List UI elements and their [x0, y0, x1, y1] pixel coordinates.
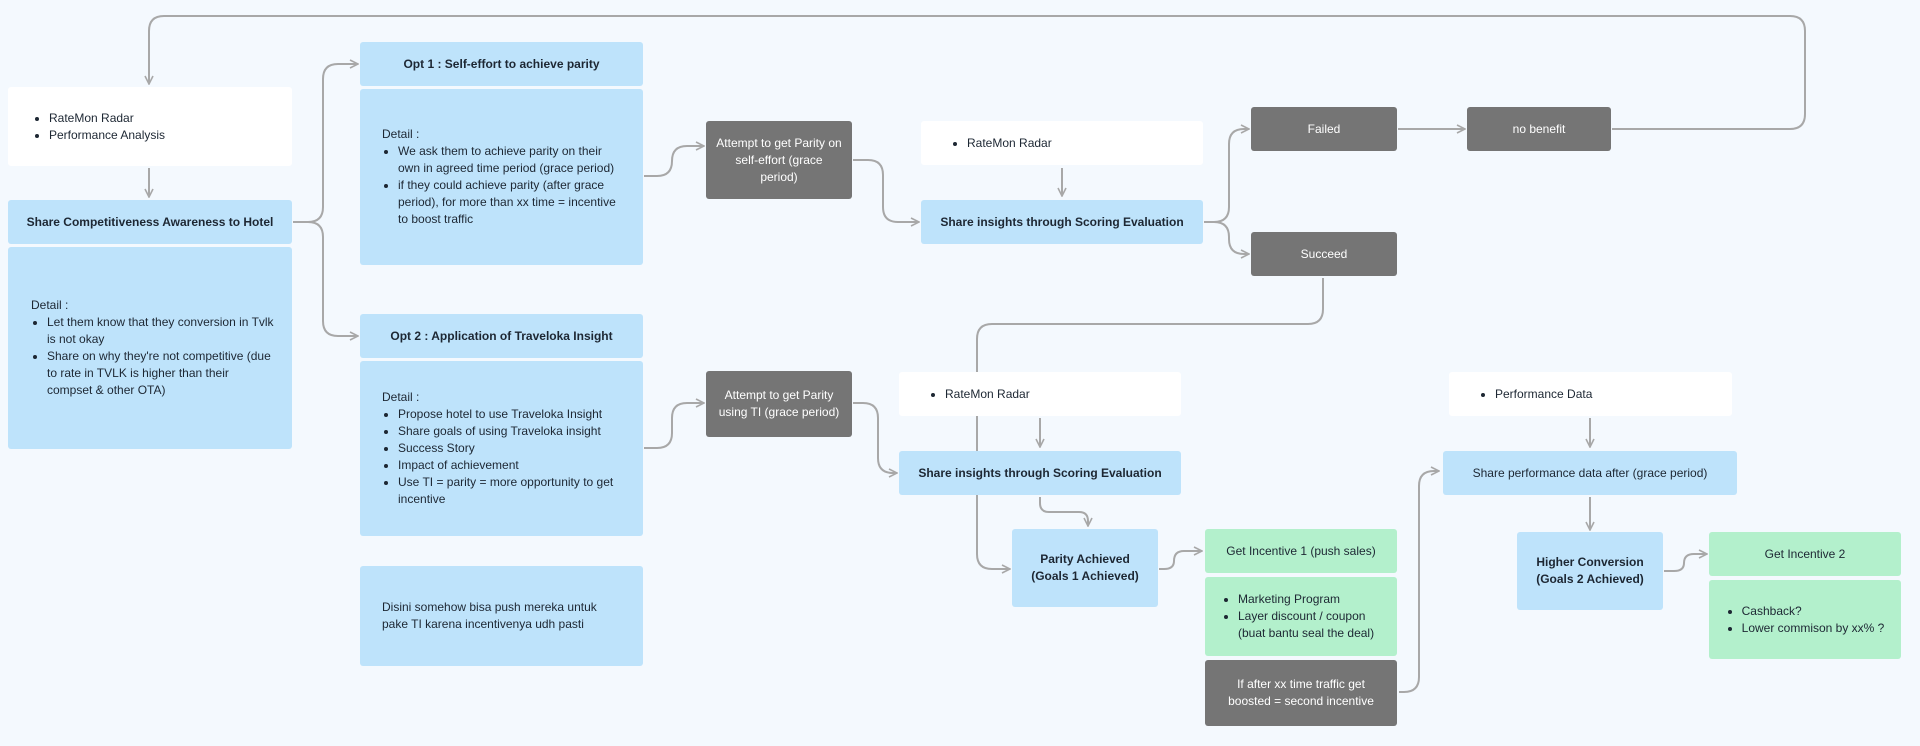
list-item: Impact of achievement	[398, 457, 623, 474]
incentive-2-detail-node: Cashback? Lower commison by xx% ?	[1709, 580, 1901, 659]
parity-achieved-node: Parity Achieved (Goals 1 Achieved)	[1012, 529, 1158, 607]
incentive-1-detail-node: Marketing Program Layer discount / coupo…	[1205, 577, 1397, 656]
node-label: Parity Achieved	[1040, 552, 1130, 566]
note-text: Disini somehow bisa push mereka untuk pa…	[382, 600, 597, 631]
list-item: Marketing Program	[1238, 591, 1380, 608]
list-item: if they could achieve parity (after grac…	[398, 177, 623, 228]
node-label: Attempt to get Parity on self-effort (gr…	[716, 135, 842, 184]
node-label: Succeed	[1300, 246, 1348, 261]
ratemon-radar-note-3: RateMon Radar	[899, 372, 1181, 416]
list-item: Propose hotel to use Traveloka Insight	[398, 406, 623, 423]
node-label: Higher Conversion	[1536, 555, 1644, 569]
share-performance-node: Share performance data after (grace peri…	[1443, 451, 1737, 495]
ratemon-radar-note-2: RateMon Radar	[921, 121, 1203, 165]
performance-data-note: Performance Data	[1449, 372, 1732, 416]
list-item: Cashback?	[1742, 603, 1885, 620]
list-item: Use TI = parity = more opportunity to ge…	[398, 474, 623, 508]
list-item: Share goals of using Traveloka insight	[398, 423, 623, 440]
competitiveness-detail-node: Detail : Let them know that they convers…	[8, 247, 292, 449]
node-label: Share insights through Scoring Evaluatio…	[918, 465, 1162, 480]
node-label: Opt 2 : Application of Traveloka Insight	[390, 328, 613, 343]
node-sublabel: (Goals 2 Achieved)	[1536, 572, 1644, 586]
list-item: RateMon Radar	[945, 386, 1159, 403]
scoring-evaluation-node-2: Share insights through Scoring Evaluatio…	[899, 451, 1181, 495]
opt2-node: Opt 2 : Application of Traveloka Insight	[360, 314, 643, 358]
detail-heading: Detail :	[31, 298, 69, 312]
list-item: Let them know that they conversion in Tv…	[47, 314, 274, 348]
node-label: Share performance data after (grace peri…	[1472, 465, 1708, 480]
ratemon-radar-note-top: RateMon Radar Performance Analysis	[8, 87, 292, 166]
node-label: Get Incentive 1 (push sales)	[1226, 543, 1376, 558]
second-incentive-node: If after xx time traffic get boosted = s…	[1205, 660, 1397, 726]
list-item: Lower commison by xx% ?	[1742, 620, 1885, 637]
higher-conversion-node: Higher Conversion (Goals 2 Achieved)	[1517, 532, 1663, 610]
attempt-ti-node: Attempt to get Parity using TI (grace pe…	[706, 371, 852, 437]
node-label: Opt 1 : Self-effort to achieve parity	[403, 56, 600, 71]
list-item: Performance Analysis	[49, 127, 270, 144]
list-item: RateMon Radar	[967, 135, 1181, 152]
list-item: Success Story	[398, 440, 623, 457]
node-label: Attempt to get Parity using TI (grace pe…	[718, 388, 840, 419]
list-item: Layer discount / coupon (buat bantu seal…	[1238, 608, 1380, 642]
detail-heading: Detail :	[382, 127, 420, 141]
succeed-node: Succeed	[1251, 232, 1397, 276]
list-item: Performance Data	[1495, 386, 1710, 403]
node-label: no benefit	[1512, 121, 1566, 136]
note-node: Disini somehow bisa push mereka untuk pa…	[360, 566, 643, 666]
node-label: If after xx time traffic get boosted = s…	[1228, 677, 1374, 708]
node-label: Share Competitiveness Awareness to Hotel	[26, 214, 274, 229]
node-label: Failed	[1307, 121, 1341, 136]
attempt-self-effort-node: Attempt to get Parity on self-effort (gr…	[706, 121, 852, 199]
detail-heading: Detail :	[382, 390, 420, 404]
share-competitiveness-node: Share Competitiveness Awareness to Hotel	[8, 200, 292, 244]
failed-node: Failed	[1251, 107, 1397, 151]
opt2-detail-node: Detail : Propose hotel to use Traveloka …	[360, 361, 643, 536]
node-label: Get Incentive 2	[1764, 546, 1846, 561]
incentive-2-node: Get Incentive 2	[1709, 532, 1901, 576]
incentive-1-node: Get Incentive 1 (push sales)	[1205, 529, 1397, 573]
opt1-detail-node: Detail : We ask them to achieve parity o…	[360, 89, 643, 265]
node-sublabel: (Goals 1 Achieved)	[1031, 569, 1139, 583]
list-item: RateMon Radar	[49, 110, 270, 127]
node-label: Share insights through Scoring Evaluatio…	[940, 214, 1184, 229]
opt1-node: Opt 1 : Self-effort to achieve parity	[360, 42, 643, 86]
list-item: We ask them to achieve parity on their o…	[398, 143, 623, 177]
list-item: Share on why they're not competitive (du…	[47, 348, 274, 399]
scoring-evaluation-node-1: Share insights through Scoring Evaluatio…	[921, 200, 1203, 244]
no-benefit-node: no benefit	[1467, 107, 1611, 151]
